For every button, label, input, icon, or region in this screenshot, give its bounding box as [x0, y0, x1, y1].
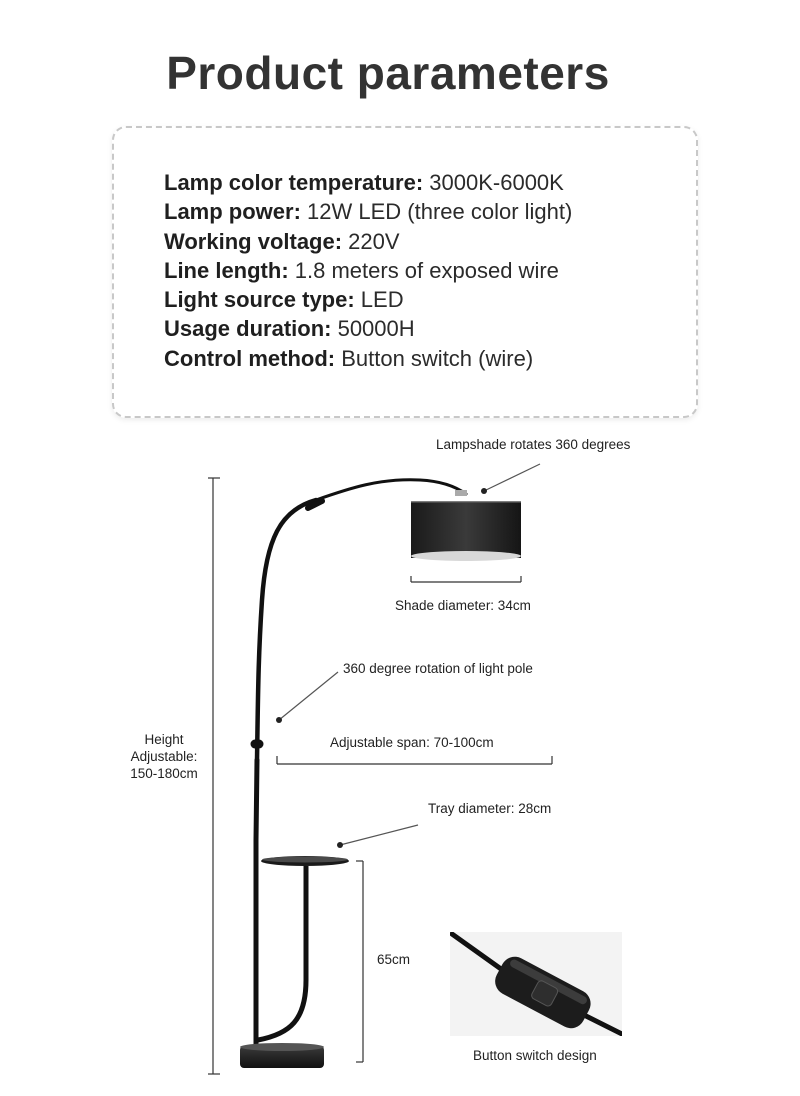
height-label-line: 150-180cm — [130, 766, 198, 781]
spec-value: 50000H — [331, 316, 415, 342]
spec-row-voltage: Working voltage: 220V — [164, 227, 572, 256]
spec-label: Light source type: — [164, 287, 355, 313]
spec-row-power: Lamp power: 12W LED (three color light) — [164, 197, 572, 226]
button-switch-photo — [450, 932, 622, 1036]
shade-joint — [455, 490, 467, 496]
lampshade-callout — [481, 463, 541, 494]
spec-label: Control method: — [164, 345, 336, 371]
lamp-base — [240, 1043, 324, 1068]
lamp-pole — [250, 478, 468, 1051]
button-switch-label: Button switch design — [473, 1048, 597, 1063]
spec-panel: Lamp color temperature: 3000K-6000K Lamp… — [112, 126, 698, 418]
spec-label: Usage duration: — [164, 316, 332, 342]
pole-rotation-label: 360 degree rotation of light pole — [343, 661, 533, 676]
spec-value: LED — [354, 287, 404, 313]
spec-value: 1.8 meters of exposed wire — [288, 257, 559, 283]
pole-rotation-callout — [276, 671, 339, 723]
lampshade — [411, 501, 521, 561]
shade-diameter-bracket — [410, 576, 522, 583]
spec-list: Lamp color temperature: 3000K-6000K Lamp… — [164, 168, 572, 373]
spec-label: Lamp power: — [164, 199, 301, 225]
spec-row-line-length: Line length: 1.8 meters of exposed wire — [164, 256, 572, 285]
button-switch-icon — [450, 932, 622, 1036]
spec-row-control-method: Control method: Button switch (wire) — [164, 344, 572, 373]
spec-value: Button switch (wire) — [335, 345, 534, 371]
tray-callout — [337, 824, 419, 848]
spec-label: Working voltage: — [164, 228, 343, 254]
spec-value: 12W LED (three color light) — [300, 199, 573, 225]
height-label-line: Height — [144, 732, 184, 747]
adjustable-span-bracket — [276, 756, 553, 765]
shade-diameter-label: Shade diameter: 34cm — [395, 598, 531, 613]
spec-row-usage-duration: Usage duration: 50000H — [164, 314, 572, 343]
lampshade-rotation-label: Lampshade rotates 360 degrees — [436, 437, 631, 452]
tray — [257, 856, 349, 1043]
adjustable-span-label: Adjustable span: 70-100cm — [330, 735, 494, 750]
tray-diameter-label: Tray diameter: 28cm — [428, 801, 552, 816]
height-label: Height Adjustable: 150-180cm — [120, 731, 208, 782]
height-bracket — [208, 477, 220, 1075]
spec-label: Line length: — [164, 257, 289, 283]
spec-value: 220V — [342, 228, 400, 254]
tray-height-bracket — [356, 860, 364, 1063]
spec-row-light-source: Light source type: LED — [164, 285, 572, 314]
spec-label: Lamp color temperature: — [164, 170, 424, 195]
spec-value: 3000K-6000K — [423, 170, 564, 195]
height-label-line: Adjustable: — [130, 749, 198, 764]
page-title: Product parameters — [166, 47, 610, 99]
tray-height-label: 65cm — [377, 952, 411, 967]
spec-row-color-temperature: Lamp color temperature: 3000K-6000K — [164, 168, 572, 197]
